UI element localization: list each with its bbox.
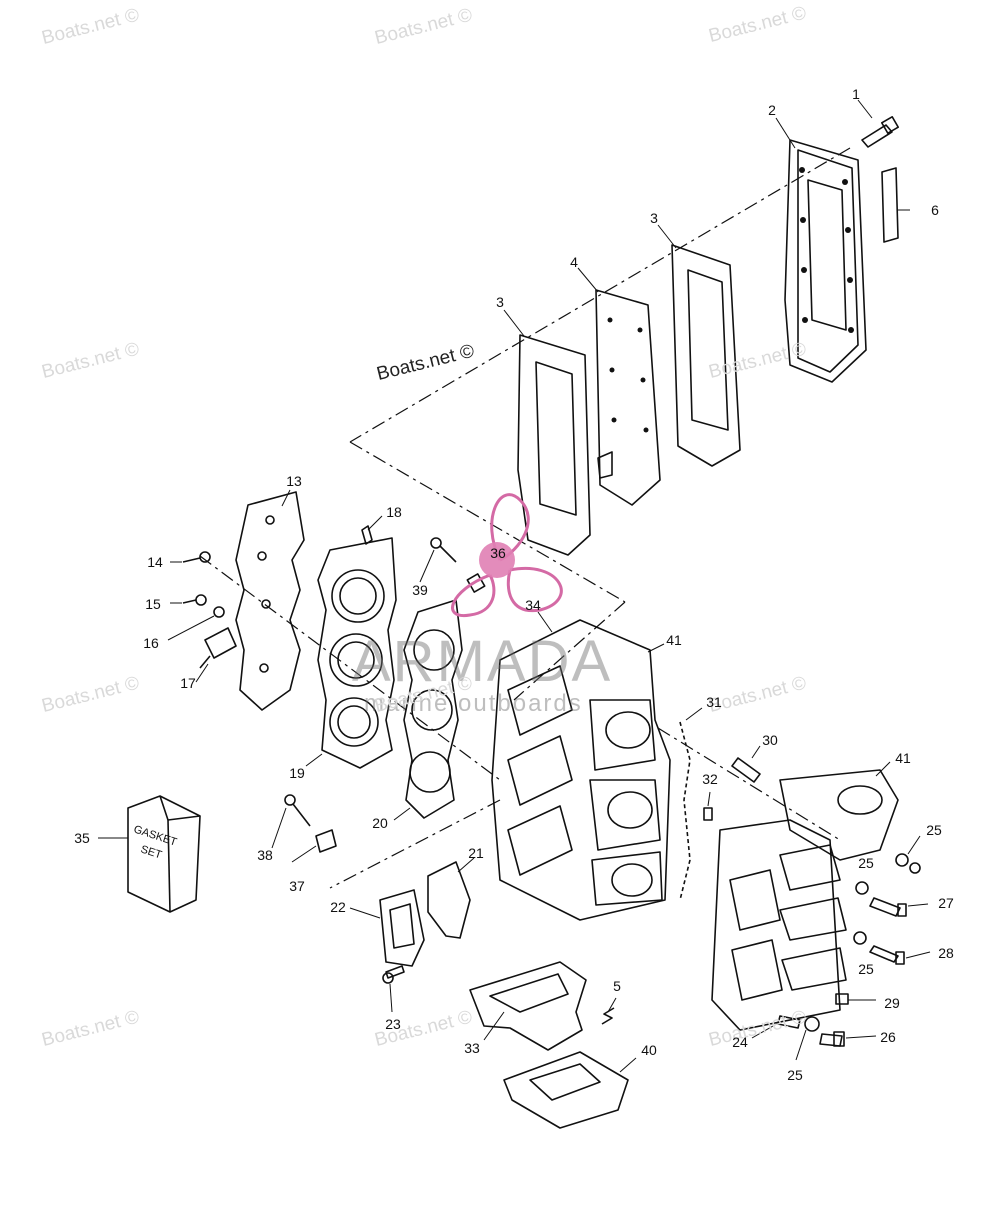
callout-2: 2 xyxy=(768,102,776,118)
callout-23: 23 xyxy=(385,1016,401,1032)
gasket-box-label-2: SET xyxy=(139,843,163,861)
callout-37: 37 xyxy=(289,878,305,894)
callout-32: 32 xyxy=(702,771,718,787)
part-6-decal xyxy=(881,167,899,243)
callout-14: 14 xyxy=(147,554,163,570)
callout-31: 31 xyxy=(706,694,722,710)
part-33-base-gasket xyxy=(469,961,587,1051)
callout-28: 28 xyxy=(938,945,954,961)
callout-25: 25 xyxy=(787,1067,803,1083)
part-25-washer-upper xyxy=(895,853,921,874)
part-20-head-gasket xyxy=(403,599,463,819)
callout-17: 17 xyxy=(180,675,196,691)
callout-6: 6 xyxy=(931,202,939,218)
callout-40: 40 xyxy=(641,1042,657,1058)
part-37-sleeve xyxy=(315,829,337,853)
callout-39: 39 xyxy=(412,582,428,598)
callout-3: 3 xyxy=(650,210,658,226)
part-38-bolt xyxy=(284,794,311,827)
part-23-bolt xyxy=(382,965,405,984)
part-15-bolt xyxy=(182,594,207,606)
part-3-gasket-left xyxy=(517,334,591,556)
part-13-cylinder-head-cover xyxy=(235,491,305,711)
part-21-gasket xyxy=(427,861,471,939)
part-39-bolt xyxy=(430,537,457,563)
part-35-gasket-set-box xyxy=(127,795,201,913)
callout-19: 19 xyxy=(289,765,305,781)
callout-41: 41 xyxy=(895,750,911,766)
callout-25: 25 xyxy=(926,822,942,838)
part-25-nut xyxy=(804,1016,820,1032)
callout-24: 24 xyxy=(732,1034,748,1050)
part-31-sealing-strip xyxy=(679,721,691,901)
callout-34: 34 xyxy=(525,597,541,613)
callout-36: 36 xyxy=(490,545,506,561)
part-18-plug xyxy=(361,525,373,545)
part-40-adapter-plate xyxy=(503,1051,629,1129)
callout-29: 29 xyxy=(884,995,900,1011)
callout-26: 26 xyxy=(880,1029,896,1045)
leader-lines xyxy=(98,99,931,1073)
part-19-cylinder-head xyxy=(317,537,397,769)
part-32-pin xyxy=(703,807,713,821)
callout-5: 5 xyxy=(613,978,621,994)
part-41-exhaust-manifold xyxy=(711,769,899,1031)
callout-21: 21 xyxy=(468,845,484,861)
part-30-stud xyxy=(731,757,761,783)
part-16-sensor xyxy=(213,606,225,618)
callout-16: 16 xyxy=(143,635,159,651)
part-26-bolt xyxy=(819,1031,845,1047)
callout-13: 13 xyxy=(286,473,302,489)
part-17-thermo-switch xyxy=(199,627,237,669)
assembly-guide-lines xyxy=(199,147,851,889)
part-28-bolt xyxy=(869,945,905,965)
callout-22: 22 xyxy=(330,899,346,915)
callout-35: 35 xyxy=(74,830,90,846)
callout-25: 25 xyxy=(858,855,874,871)
callout-4: 4 xyxy=(570,254,578,270)
brand-tagline: marine outboards xyxy=(364,690,583,717)
highlight-36-marker xyxy=(479,542,515,578)
gasket-box-label-1: GASKET xyxy=(132,823,178,848)
part-4-divider-plate xyxy=(595,289,661,506)
callout-3: 3 xyxy=(496,294,504,310)
callout-38: 38 xyxy=(257,847,273,863)
part-27-bolt xyxy=(869,897,907,917)
part-25-washer-lower xyxy=(853,931,867,945)
part-25-washer-mid xyxy=(855,881,869,895)
callout-33: 33 xyxy=(464,1040,480,1056)
callout-25: 25 xyxy=(858,961,874,977)
callout-18: 18 xyxy=(386,504,402,520)
callout-41: 41 xyxy=(666,632,682,648)
callout-30: 30 xyxy=(762,732,778,748)
part-5-spring xyxy=(601,1007,615,1025)
callout-1: 1 xyxy=(852,86,860,102)
part-14-bolt xyxy=(182,551,211,563)
part-22-cover xyxy=(379,889,425,967)
part-24-stud xyxy=(777,1015,801,1029)
callout-15: 15 xyxy=(145,596,161,612)
armada-logo-mark xyxy=(451,493,563,618)
callout-27: 27 xyxy=(938,895,954,911)
callout-20: 20 xyxy=(372,815,388,831)
part-34-crankcase xyxy=(491,619,671,921)
part-3-gasket-right xyxy=(671,244,741,467)
part-29-bolt xyxy=(835,993,849,1005)
brand-name: ARMADA xyxy=(352,629,613,694)
part-2-cover-plate xyxy=(784,139,867,383)
part-1-bolt xyxy=(861,116,899,148)
